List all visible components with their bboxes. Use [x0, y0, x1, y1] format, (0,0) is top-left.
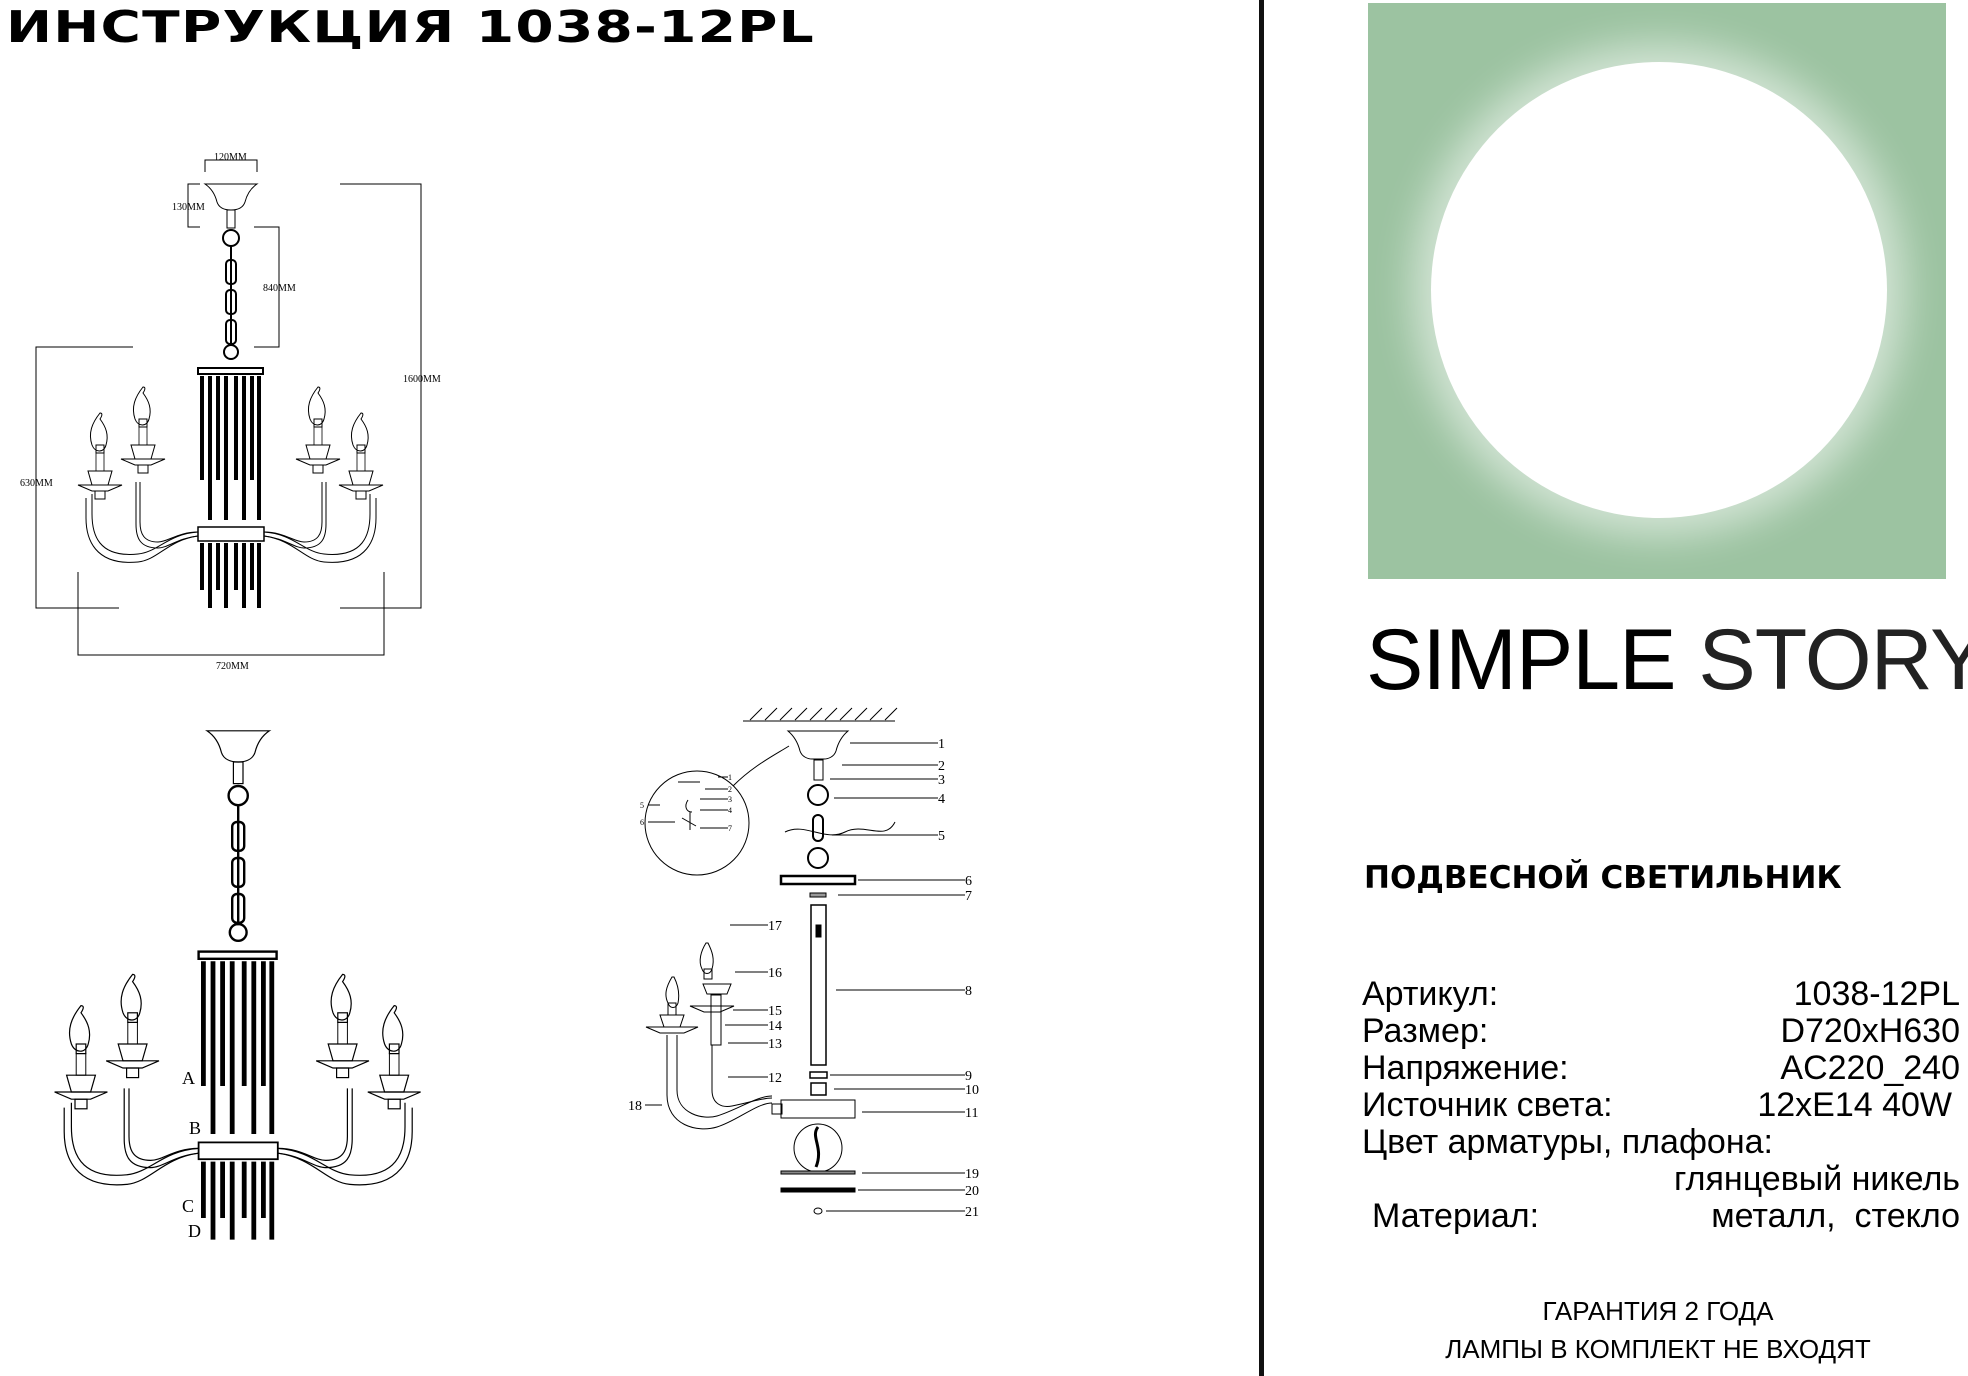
part-label-11: 11: [965, 1106, 978, 1121]
dimensioned-chandelier-drawing: 120MM 130MM 840MM 1600MM 630MM 720MM: [20, 152, 441, 672]
spec-row-material: Материал:металл, стекло: [1372, 1197, 1960, 1235]
part-label-13: 13: [768, 1037, 782, 1052]
part-label-12: 12: [768, 1071, 782, 1086]
inset-label-3: 3: [728, 795, 732, 804]
specs-table: Артикул:1038-12PL Размер:D720xH630 Напря…: [1362, 976, 1960, 1235]
part-label-7: 7: [965, 889, 972, 904]
letter-c: C: [182, 1196, 194, 1216]
inset-label-4: 4: [728, 806, 732, 815]
light-disc: [1431, 62, 1887, 518]
dim-canopy-height: 130MM: [172, 202, 205, 213]
part-label-3: 3: [938, 773, 945, 788]
inset-label-1: 1: [728, 773, 732, 782]
footer-notes: ГАРАНТИЯ 2 ГОДА ЛАМПЫ В КОМПЛЕКТ НЕ ВХОД…: [1368, 1292, 1948, 1368]
lamps-note: ЛАМПЫ В КОМПЛЕКТ НЕ ВХОДЯТ: [1445, 1334, 1871, 1364]
part-label-17: 17: [768, 919, 782, 934]
letter-d: D: [188, 1221, 201, 1241]
dim-canopy-width: 120MM: [214, 152, 247, 163]
brand-logo: SIMPLE STORY: [1366, 612, 1968, 708]
inset-label-2: 2: [728, 785, 732, 794]
dim-body-height: 630MM: [20, 478, 53, 489]
part-label-15: 15: [768, 1004, 782, 1019]
part-label-16: 16: [768, 966, 782, 981]
assembly-view-drawing: A B C D: [55, 731, 421, 1241]
part-label-8: 8: [965, 984, 972, 999]
part-label-5: 5: [938, 829, 945, 844]
spec-row-color-label: Цвет арматуры, плафона:: [1362, 1123, 1773, 1161]
part-label-19: 19: [965, 1167, 979, 1182]
brand-hero-image: [1368, 3, 1946, 579]
part-label-9: 9: [965, 1069, 972, 1084]
part-label-20: 20: [965, 1184, 979, 1199]
letter-a: A: [182, 1068, 195, 1088]
inset-label-7: 7: [728, 824, 732, 833]
inset-label-5: 5: [640, 801, 644, 810]
spec-row-color-value: глянцевый никель: [1674, 1160, 1960, 1198]
part-label-2: 2: [938, 759, 945, 774]
page-title: ИНСТРУКЦИЯ 1038-12PL: [6, 2, 815, 53]
inset-label-6: 6: [640, 818, 644, 827]
letter-b: B: [189, 1118, 201, 1138]
dim-chain: 840MM: [263, 283, 296, 294]
part-label-21: 21: [965, 1205, 979, 1220]
spec-row-size: Размер:D720xH630: [1362, 1012, 1960, 1050]
product-type: ПОДВЕСНОЙ СВЕТИЛЬНИК: [1364, 860, 1842, 896]
part-label-14: 14: [768, 1019, 782, 1034]
spec-row-article: Артикул:1038-12PL: [1362, 975, 1960, 1013]
vertical-divider: [1259, 0, 1264, 1376]
part-label-18: 18: [628, 1099, 642, 1114]
spec-row-light-source: Источник света:12xE14 40W: [1362, 1086, 1952, 1124]
dim-total-height: 1600MM: [403, 374, 441, 385]
part-label-6: 6: [965, 874, 972, 889]
part-label-1: 1: [938, 737, 945, 752]
part-label-4: 4: [938, 792, 945, 807]
spec-row-voltage: Напряжение:AC220_240: [1362, 1049, 1960, 1087]
exploded-parts-diagram: 1 2 3 4 5 6 7 8 9 10 11 12 13 14 15 16 1…: [628, 707, 979, 1220]
warranty-note: ГАРАНТИЯ 2 ГОДА: [1542, 1296, 1774, 1326]
part-label-10: 10: [965, 1083, 979, 1098]
dim-diameter: 720MM: [216, 661, 249, 672]
